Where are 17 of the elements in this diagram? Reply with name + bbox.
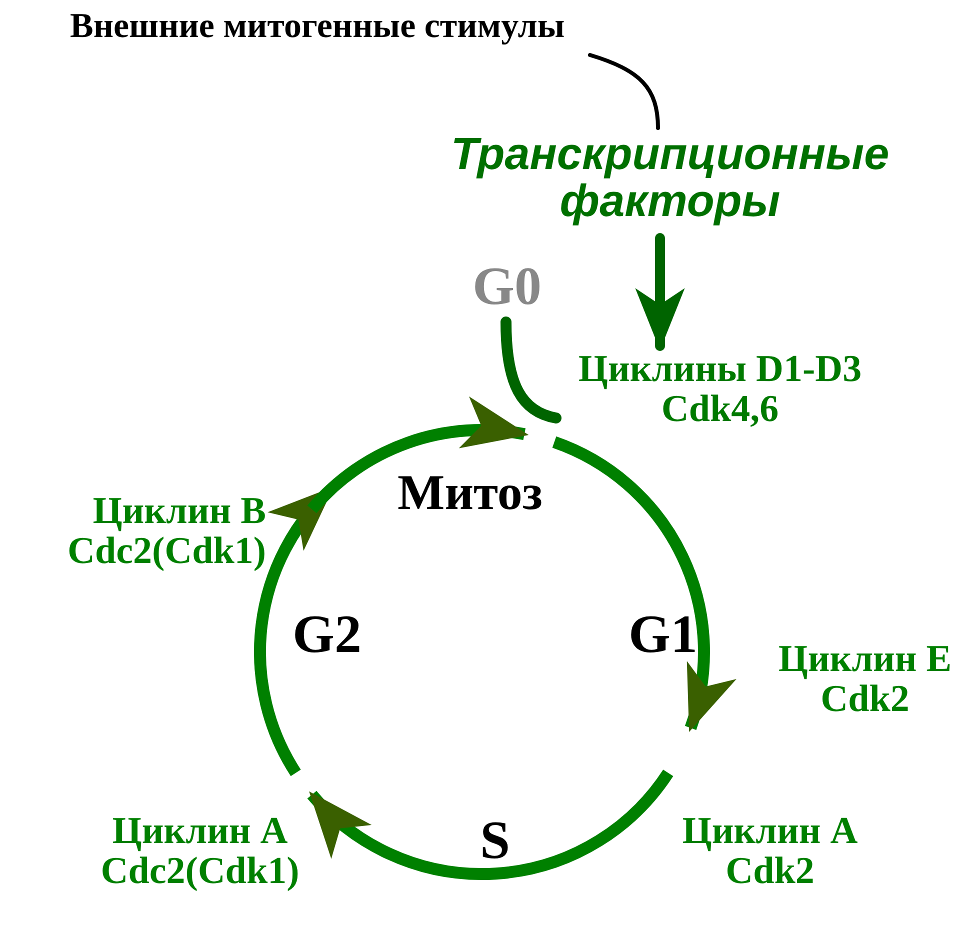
factor-label: Транскрипционные факторы (400, 130, 940, 224)
cycle-arrow (308, 400, 529, 514)
input-label: Внешние митогенные стимулы (70, 8, 690, 45)
cycle-arrow (308, 769, 674, 880)
phase-label: G1 (627, 606, 698, 663)
connector-line (588, 53, 660, 130)
cyclin-label: Циклин A Cdc2(Cdk1) (60, 812, 340, 892)
cyclin-label: Циклины D1-D3 Cdk4,6 (530, 350, 910, 430)
phase-label: Митоз (396, 466, 544, 518)
arrow (635, 233, 685, 351)
cycle-arrow (552, 436, 734, 732)
cyclin-label: Циклин E Cdk2 (722, 640, 973, 742)
phase-label: G0 (462, 258, 552, 315)
phase-label: G2 (291, 606, 362, 663)
phase-label: S (478, 812, 512, 869)
cyclin-label: Циклин B Cdc2(Cdk1) (4, 492, 266, 572)
cyclin-label: Циклин A Cdk2 (650, 812, 890, 892)
